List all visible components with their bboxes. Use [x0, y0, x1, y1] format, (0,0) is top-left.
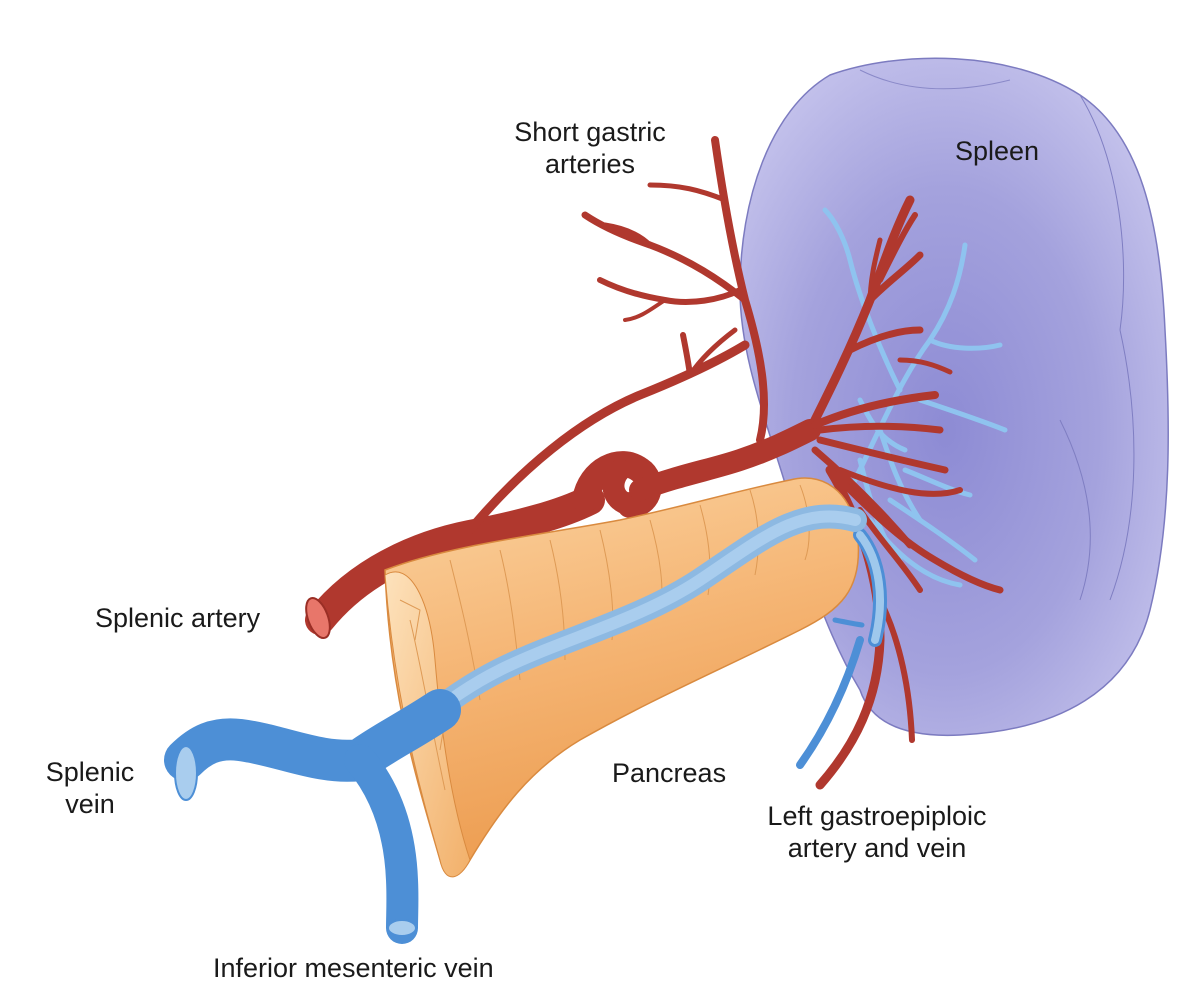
imv-opening [388, 920, 416, 936]
splenic-vein-line2: vein [30, 788, 150, 820]
inferior-mesenteric-vein [360, 760, 416, 936]
spleen-label: Spleen [955, 135, 1039, 167]
short-gastric-line2: arteries [495, 148, 685, 180]
left-gastroepiploic-line2: artery and vein [742, 832, 1012, 864]
short-gastric-arteries-label: Short gastric arteries [495, 116, 685, 180]
splenic-artery-label: Splenic artery [95, 602, 260, 634]
left-gastroepiploic-label: Left gastroepiploic artery and vein [742, 800, 1012, 864]
pancreas-label: Pancreas [612, 757, 726, 789]
splenic-vein-line1: Splenic [30, 756, 150, 788]
splenic-vein-opening [175, 746, 197, 800]
short-gastric-arteries [585, 140, 764, 440]
left-gastroepiploic-line1: Left gastroepiploic [742, 800, 1012, 832]
splenic-vein-label: Splenic vein [30, 756, 150, 820]
short-gastric-line1: Short gastric [495, 116, 685, 148]
inferior-mesenteric-vein-label: Inferior mesenteric vein [213, 952, 494, 984]
